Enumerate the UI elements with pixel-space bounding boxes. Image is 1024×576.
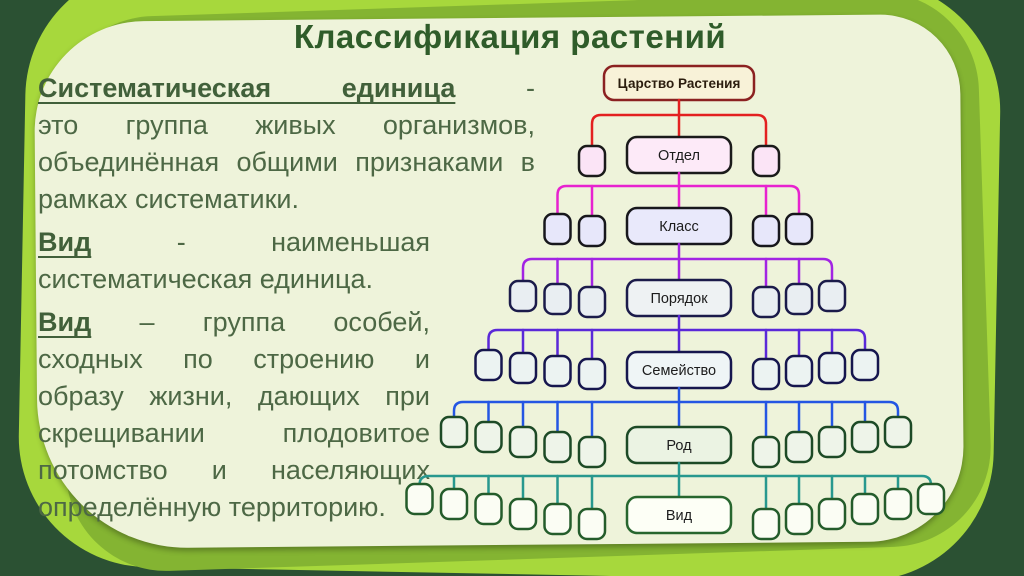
text-line: потомство и населяющих	[38, 452, 430, 489]
text-segment: потомство и населяющих	[38, 455, 430, 485]
text-line: Систематическая единица -	[38, 70, 535, 107]
text-segment: определённую территорию.	[38, 492, 386, 522]
text-line: Вид – группа особей,	[38, 304, 430, 341]
text-segment: это группа живых организмов,	[38, 110, 535, 140]
term-lead: Вид	[38, 307, 92, 337]
text-segment: образу жизни, дающих при	[38, 381, 430, 411]
paragraph: Систематическая единица -это группа живы…	[38, 70, 535, 218]
term-lead: Систематическая единица	[38, 73, 456, 103]
text-line: сходных по строению и	[38, 341, 430, 378]
paragraph: Вид – группа особей,сходных по строению …	[38, 304, 430, 526]
text-line: определённую территорию.	[38, 489, 430, 526]
text-line: рамках систематики.	[38, 181, 535, 218]
text-line: Вид - наименьшая	[38, 224, 430, 261]
definition-text-block: Систематическая единица -это группа живы…	[38, 70, 538, 532]
text-line: систематическая единица.	[38, 261, 430, 298]
text-line: образу жизни, дающих при	[38, 378, 430, 415]
text-line: объединённая общими признаками в	[38, 144, 535, 181]
text-line: скрещивании плодовитое	[38, 415, 430, 452]
text-segment: скрещивании плодовитое	[38, 418, 430, 448]
page-title: Классификация растений	[293, 18, 727, 55]
text-segment: – группа особей,	[91, 307, 430, 337]
text-segment: сходных по строению и	[38, 344, 430, 374]
text-segment: систематическая единица.	[38, 264, 373, 294]
term-lead: Вид	[38, 227, 92, 257]
text-segment: -	[455, 73, 535, 103]
text-line: это группа живых организмов,	[38, 107, 535, 144]
text-segment: - наименьшая	[91, 227, 430, 257]
text-segment: рамках систематики.	[38, 184, 300, 214]
text-segment: объединённая общими признаками в	[38, 147, 535, 177]
